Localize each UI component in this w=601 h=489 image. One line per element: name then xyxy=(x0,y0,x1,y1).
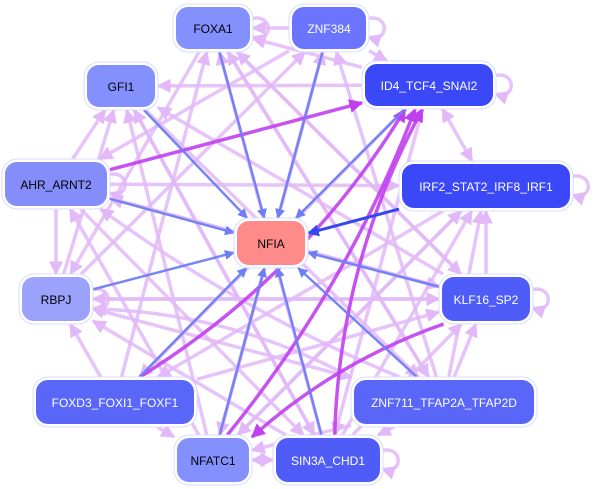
node-rbpj[interactable]: RBPJ xyxy=(18,273,94,325)
edge-foxd3_foxi1_foxf1-to-nfia xyxy=(138,267,248,378)
edge-foxa1-to-nfia xyxy=(218,51,267,219)
edge-id4_tcf4_snai2-to-id4_tcf4_snai2 xyxy=(492,73,513,105)
node-box xyxy=(5,162,107,206)
edges-layer xyxy=(49,16,590,480)
node-box xyxy=(365,64,493,106)
edge-sin3a_chd1-to-rbpj xyxy=(91,319,287,437)
node-znf384[interactable]: ZNF384 xyxy=(288,3,370,53)
edge-irf2_stat2_irf8_irf1-to-nfatc1 xyxy=(236,209,463,437)
edge-id4_tcf4_snai2-to-nfia xyxy=(295,108,406,219)
node-nfia[interactable]: NFIA xyxy=(233,217,309,269)
node-ahr-arnt2[interactable]: AHR_ARNT2 xyxy=(1,158,111,210)
edge-nfatc1-to-id4_tcf4_snai2 xyxy=(226,107,418,437)
edge-rbpj-to-znf711_tfap2a_tfap2d xyxy=(92,307,353,381)
node-label: AHR_ARNT2 xyxy=(20,178,92,192)
edge-irf2_stat2_irf8_irf1-to-nfia xyxy=(306,207,400,237)
node-box xyxy=(22,277,90,321)
edge-irf2_stat2_irf8_irf1-to-irf2_stat2_irf8_irf1 xyxy=(569,174,590,206)
edge-ahr_arnt2-to-nfia xyxy=(109,197,235,236)
node-box xyxy=(176,7,250,49)
node-label: ZNF711_TFAP2A_TFAP2D xyxy=(371,396,517,410)
node-box xyxy=(276,438,380,482)
edge-id4_tcf4_snai2-to-irf2_stat2_irf8_irf1 xyxy=(441,107,474,163)
edge-znf711_tfap2a_tfap2d-to-klf16_sp2 xyxy=(452,322,478,378)
edge-id4_tcf4_snai2-to-gfi1 xyxy=(156,78,363,93)
node-foxa1[interactable]: FOXA1 xyxy=(172,3,254,53)
node-label: RBPJ xyxy=(41,293,72,307)
node-klf16-sp2[interactable]: KLF16_SP2 xyxy=(438,273,534,325)
edge-foxd3_foxi1_foxf1-to-rbpj xyxy=(68,322,103,378)
node-box xyxy=(237,221,305,265)
edge-rbpj-to-nfia xyxy=(92,250,235,291)
node-gfi1[interactable]: GFI1 xyxy=(83,61,159,111)
node-label: IRF2_STAT2_IRF8_IRF1 xyxy=(419,180,553,194)
edge-klf16_sp2-to-nfia xyxy=(307,250,440,288)
node-label: FOXD3_FOXI1_FOXF1 xyxy=(52,396,179,410)
node-label: SIN3A_CHD1 xyxy=(291,454,365,468)
edge-klf16_sp2-to-klf16_sp2 xyxy=(529,287,550,319)
node-box xyxy=(402,164,570,208)
edge-foxd3_foxi1_foxf1-to-nfatc1 xyxy=(156,424,176,439)
edge-ahr_arnt2-to-id4_tcf4_snai2 xyxy=(109,99,364,172)
edge-gfi1-to-nfia xyxy=(143,109,249,219)
node-box xyxy=(442,277,530,321)
node-sin3a-chd1[interactable]: SIN3A_CHD1 xyxy=(272,434,384,486)
node-label: FOXA1 xyxy=(193,22,233,36)
node-znf711-tfap2a-tfap2d[interactable]: ZNF711_TFAP2A_TFAP2D xyxy=(350,376,538,428)
edge-gfi1-to-sin3a_chd1 xyxy=(132,109,316,437)
edge-znf384-to-znf384 xyxy=(365,16,386,48)
edge-foxa1-to-klf16_sp2 xyxy=(235,50,463,276)
node-label: GFI1 xyxy=(108,80,135,94)
node-box xyxy=(292,7,366,49)
node-label: KLF16_SP2 xyxy=(454,293,519,307)
node-id4-tcf4-snai2[interactable]: ID4_TCF4_SNAI2 xyxy=(361,60,497,110)
node-label: NFIA xyxy=(257,237,284,251)
node-label: ZNF384 xyxy=(307,22,351,36)
node-irf2-stat2-irf8-irf1[interactable]: IRF2_STAT2_IRF8_IRF1 xyxy=(398,160,574,212)
edge-ahr_arnt2-to-gfi1 xyxy=(71,108,107,160)
node-box xyxy=(36,380,194,424)
edge-znf384-to-ahr_arnt2 xyxy=(98,49,290,161)
edge-irf2_stat2_irf8_irf1-to-foxd3_foxi1_foxf1 xyxy=(156,209,444,379)
edge-sin3a_chd1-to-sin3a_chd1 xyxy=(379,448,400,480)
edge-znf711_tfap2a_tfap2d-to-nfia xyxy=(297,267,418,378)
node-box xyxy=(177,438,249,482)
edge-znf384-to-nfia xyxy=(275,51,324,219)
node-label: NFATC1 xyxy=(190,454,235,468)
node-label: ID4_TCF4_SNAI2 xyxy=(381,79,478,93)
node-foxd3-foxi1-foxf1[interactable]: FOXD3_FOXI1_FOXF1 xyxy=(32,376,198,428)
edge-znf384-to-id4_tcf4_snai2 xyxy=(368,48,389,63)
node-box xyxy=(354,380,534,424)
edge-klf16_sp2-to-nfatc1 xyxy=(250,322,445,439)
node-nfatc1[interactable]: NFATC1 xyxy=(173,434,253,486)
edge-sin3a_chd1-to-nfia xyxy=(275,267,323,436)
node-box xyxy=(87,65,155,107)
edge-znf711_tfap2a_tfap2d-to-sin3a_chd1 xyxy=(376,423,395,437)
edge-nfatc1-to-nfia xyxy=(218,267,267,436)
